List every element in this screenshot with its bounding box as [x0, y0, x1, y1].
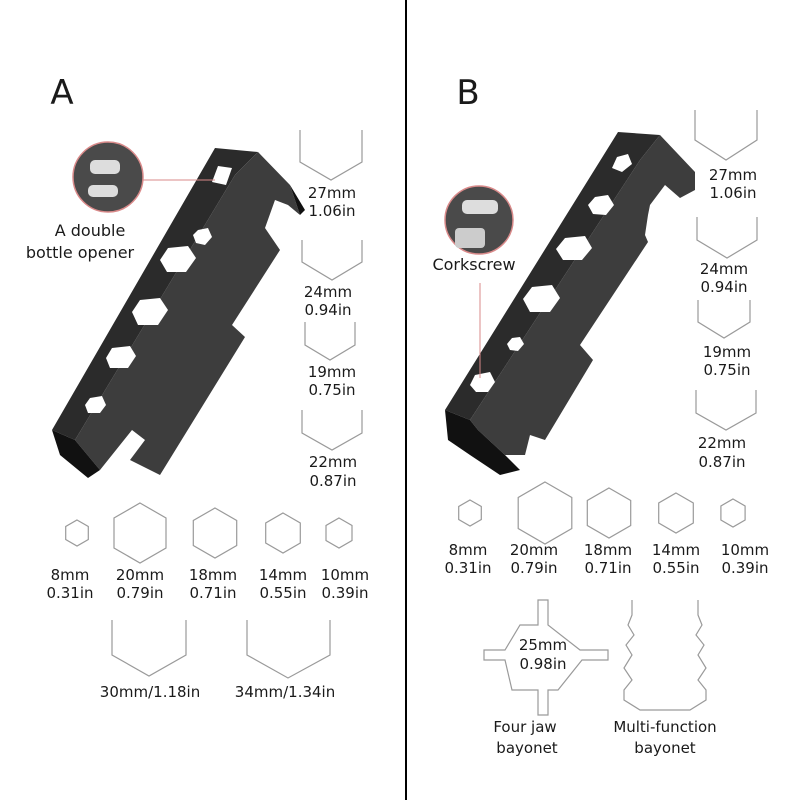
hex-socket-outline — [113, 502, 167, 564]
four-jaw-label-line2: bayonet — [496, 739, 558, 757]
bottle-opener-zoom-image — [72, 141, 144, 213]
hex-socket-mm: 18mm — [584, 541, 632, 559]
four-jaw-label-line1: Four jaw — [493, 718, 556, 736]
large-sockets-a: 30mm/1.18in 34mm/1.34in — [100, 620, 335, 701]
hex-socket-in: 0.31in — [46, 584, 93, 602]
hex-socket-mm: 20mm — [116, 566, 164, 584]
hex-socket-in: 0.55in — [652, 559, 699, 577]
socket-34mm-outline — [246, 620, 331, 679]
four-jaw-in: 0.98in — [519, 655, 566, 673]
socket-mm: 22mm — [309, 453, 357, 471]
socket-24mm-outline — [301, 240, 363, 281]
socket-in: 0.94in — [304, 301, 351, 319]
hex-socket-outline — [658, 492, 694, 534]
tool-b-image — [445, 132, 695, 475]
socket-mm: 27mm — [709, 166, 757, 184]
four-jaw-mm: 25mm — [519, 636, 567, 654]
hex-socket-mm: 20mm — [510, 541, 558, 559]
socket-19mm-outline — [697, 300, 751, 339]
socket-mm: 22mm — [698, 434, 746, 452]
hex-socket-mm: 8mm — [449, 541, 488, 559]
hex-socket-mm: 10mm — [721, 541, 769, 559]
socket-in: 0.94in — [700, 278, 747, 296]
socket-19mm-outline — [304, 322, 356, 361]
panel-a: A A double bottle opener 27mm 1.06in — [26, 73, 369, 701]
socket-in: 0.87in — [698, 453, 745, 471]
hex-socket-mm: 14mm — [652, 541, 700, 559]
hex-socket-outline — [192, 507, 238, 559]
hex-socket-in: 0.31in — [444, 559, 491, 577]
socket-27mm-outline — [694, 110, 758, 161]
socket-mm: 27mm — [308, 184, 356, 202]
socket-in: 0.75in — [308, 381, 355, 399]
hex-socket-mm: 10mm — [321, 566, 369, 584]
hex-socket-in: 0.39in — [721, 559, 768, 577]
multi-function-label-line2: bayonet — [634, 739, 696, 757]
panel-b: B Corkscrew 27mm 1.06in 24mm 0.94in — [432, 73, 769, 757]
socket-mm: 19mm — [703, 343, 751, 361]
four-jaw-bayonet-outline — [483, 599, 609, 716]
bottle-opener-callout: A double bottle opener — [26, 141, 215, 262]
socket-mm: 24mm — [700, 260, 748, 278]
socket-in: 1.06in — [709, 184, 756, 202]
corkscrew-callout: Corkscrew — [432, 185, 516, 378]
hex-socket-outline — [517, 481, 573, 545]
socket-in: 0.87in — [309, 472, 356, 490]
socket-34mm-label: 34mm/1.34in — [235, 683, 335, 701]
hex-socket-in: 0.71in — [189, 584, 236, 602]
socket-22mm-outline — [301, 410, 363, 451]
hex-socket-mm: 18mm — [189, 566, 237, 584]
socket-in: 1.06in — [308, 202, 355, 220]
socket-mm: 19mm — [308, 363, 356, 381]
socket-mm: 24mm — [304, 283, 352, 301]
tool-a-image — [52, 148, 305, 478]
hex-socket-in: 0.39in — [321, 584, 368, 602]
panel-b-label: B — [456, 73, 479, 113]
socket-in: 0.75in — [703, 361, 750, 379]
hex-socket-outline — [458, 499, 482, 527]
multi-function-label-line1: Multi-function — [613, 718, 716, 736]
socket-30mm-outline — [111, 620, 187, 677]
socket-27mm-outline — [299, 130, 363, 181]
socket-24mm-outline — [696, 217, 758, 259]
hex-socket-outline — [325, 517, 353, 549]
panel-a-label: A — [50, 73, 73, 113]
hex-socket-in: 0.71in — [584, 559, 631, 577]
vertical-sockets-b: 27mm 1.06in 24mm 0.94in 19mm 0.75in 22mm… — [694, 110, 758, 471]
hex-socket-outline — [720, 498, 746, 528]
four-jaw-bayonet: 25mm 0.98in Four jaw bayonet — [483, 599, 609, 757]
callout-text-line1: A double — [55, 221, 126, 240]
socket-30mm-label: 30mm/1.18in — [100, 683, 200, 701]
hex-socket-in: 0.79in — [116, 584, 163, 602]
hex-socket-in: 0.55in — [259, 584, 306, 602]
hex-socket-mm: 8mm — [51, 566, 90, 584]
callout-text-line1: Corkscrew — [432, 255, 515, 274]
socket-22mm-outline — [695, 390, 757, 431]
hex-socket-outline — [265, 512, 301, 554]
multi-function-bayonet-outline — [623, 600, 707, 711]
hex-socket-outline — [65, 519, 89, 547]
hex-socket-mm: 14mm — [259, 566, 307, 584]
multi-function-bayonet: Multi-function bayonet — [613, 600, 717, 757]
callout-text-line2: bottle opener — [26, 243, 135, 262]
vertical-sockets-a: 27mm 1.06in 24mm 0.94in 19mm 0.75in 22mm… — [299, 130, 363, 490]
hex-socket-outline — [586, 487, 632, 539]
hex-socket-in: 0.79in — [510, 559, 557, 577]
